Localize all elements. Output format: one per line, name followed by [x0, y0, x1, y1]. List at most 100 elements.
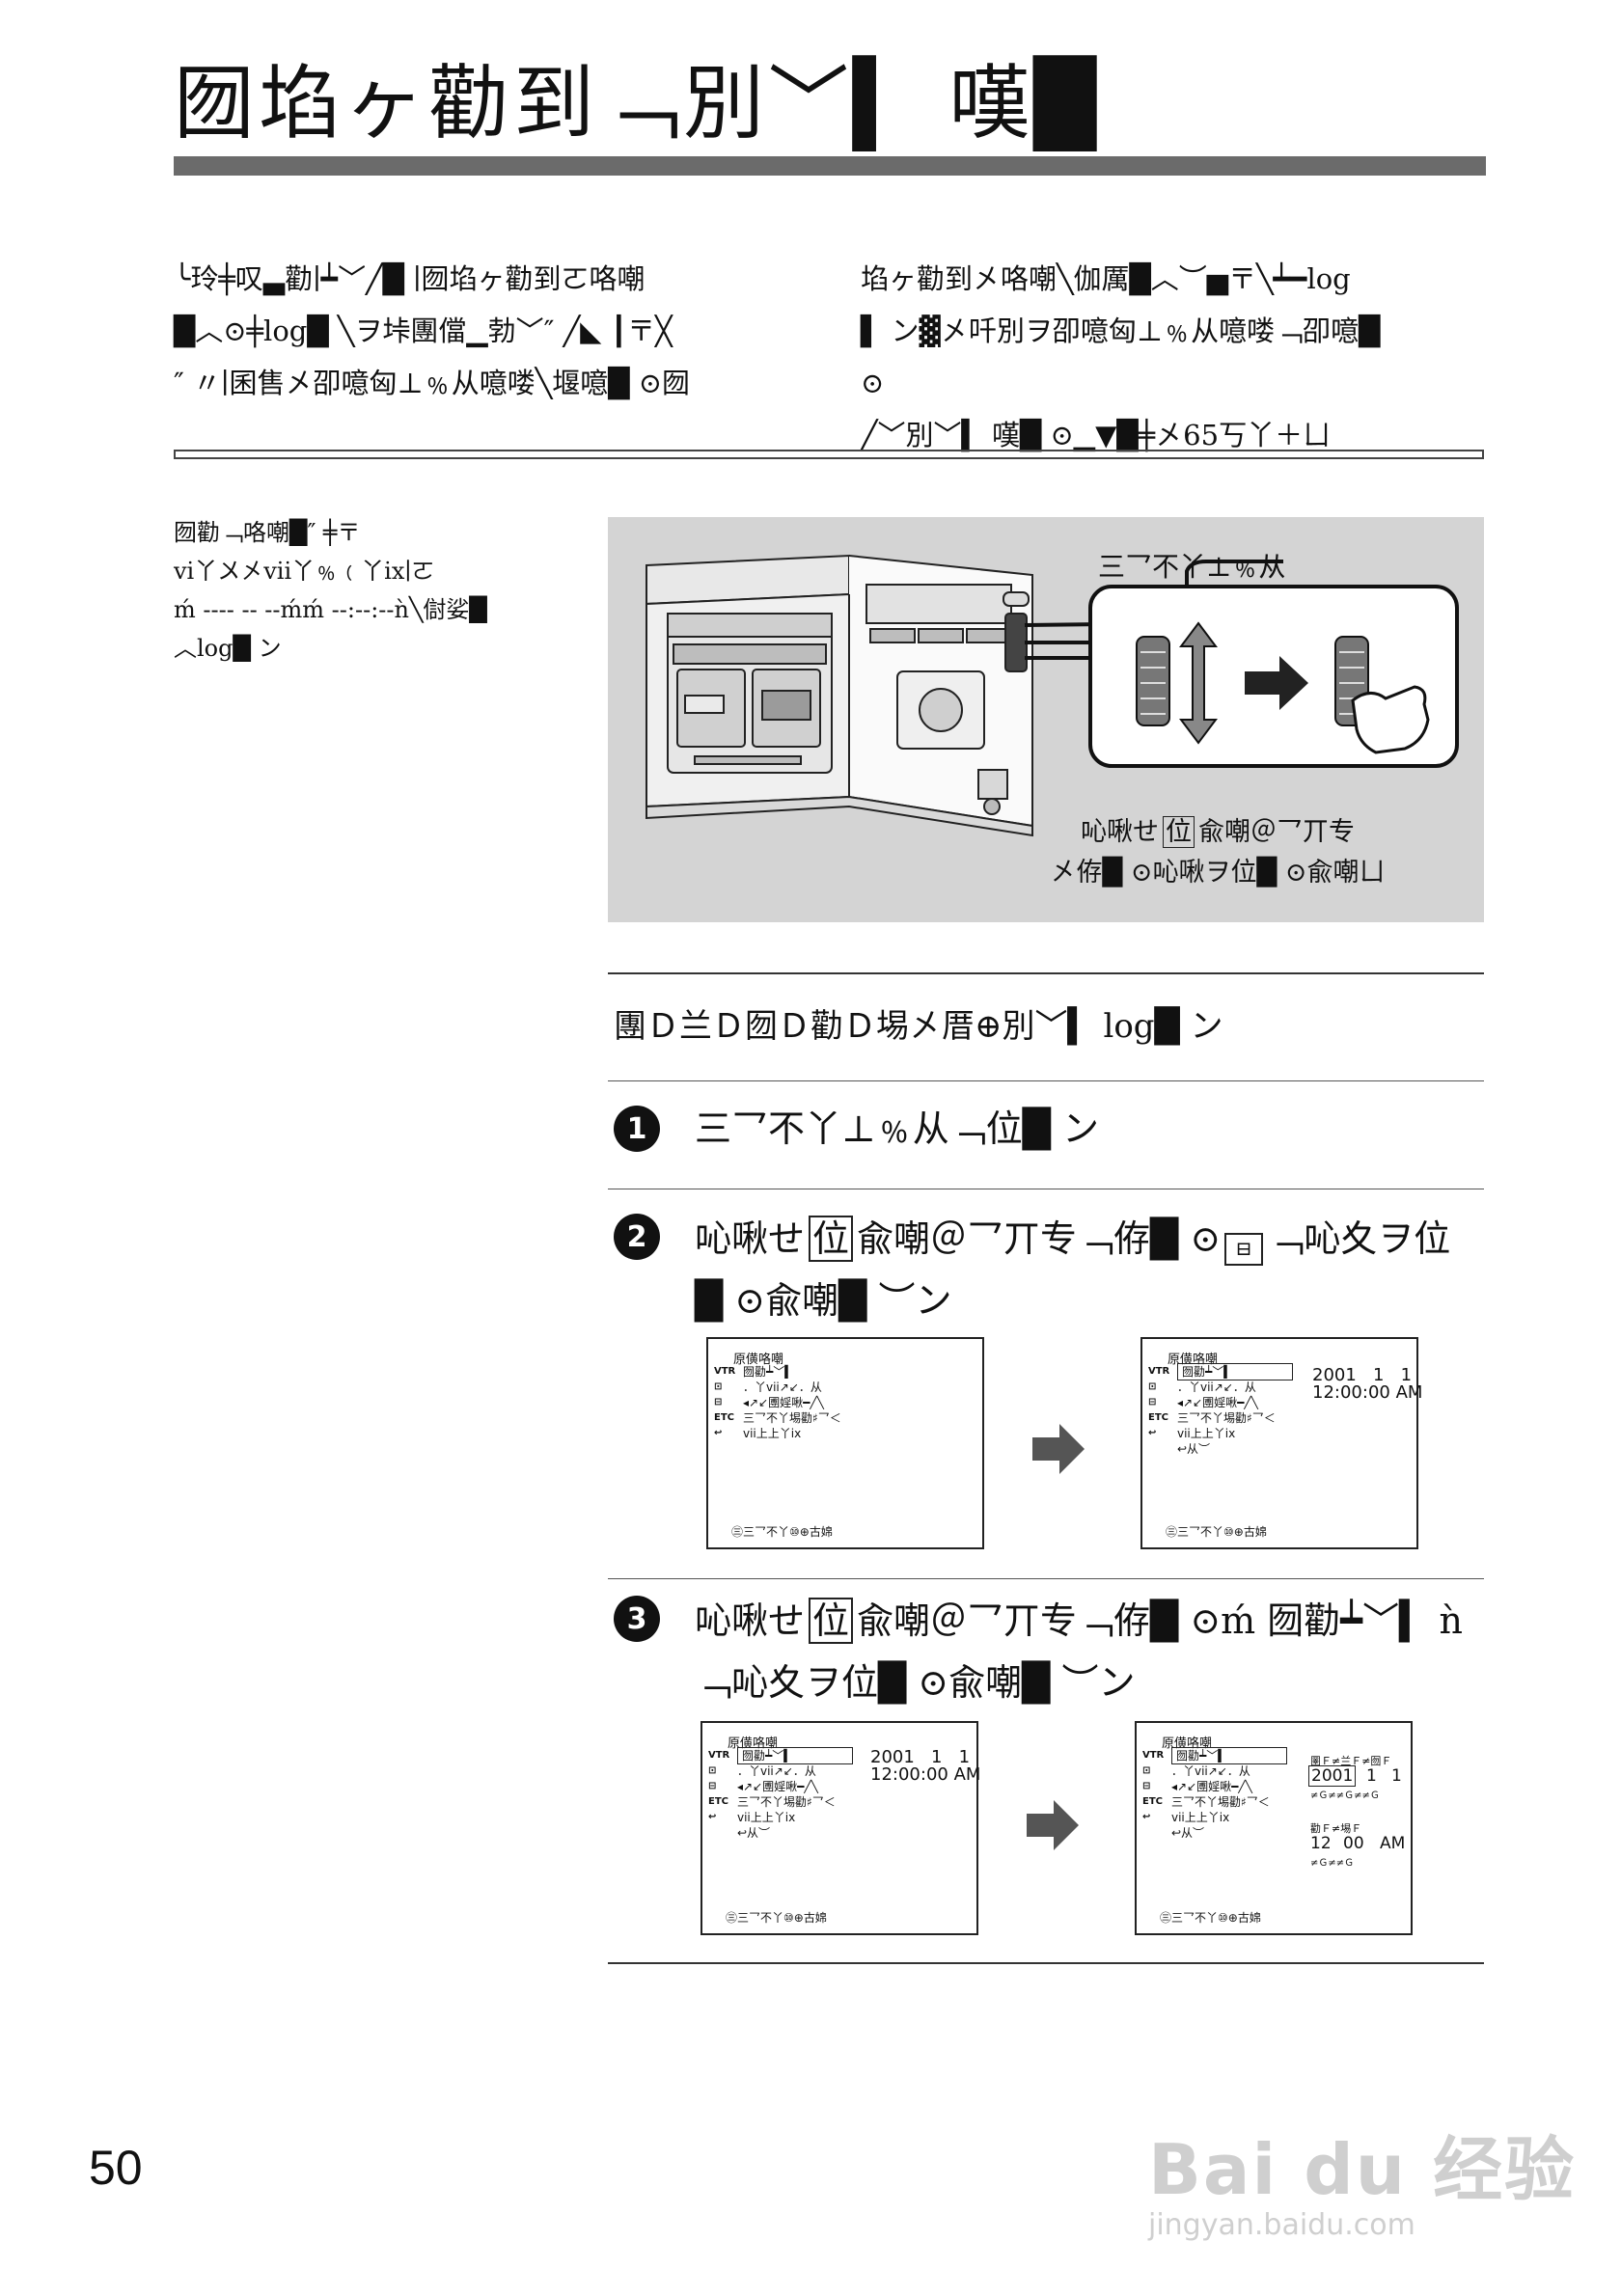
menu-row: ↩ vii上上丫ix — [708, 1810, 853, 1825]
step-text-part: 兪嘲＠乛丌专﹁侟█ ⊙ḿ 囫勸┷﹀▍ ǹ — [857, 1599, 1463, 1642]
menu-row: ↩vii上上丫ix — [714, 1426, 841, 1441]
section-rule — [174, 450, 1484, 459]
menu-row: ⊡ ．丫vii↗↙．从 — [714, 1380, 841, 1395]
caption-line-2: 㐅侟█ ⊙吣啾ヲ位█ ⊙兪嘲ㄩ — [1050, 858, 1386, 888]
date-field-sublabels: ≠Ｇ≠≠Ｇ≠≠Ｇ — [1310, 1790, 1380, 1801]
menu-item: ◂↗↙圑婬啾━╱╲ — [1177, 1396, 1258, 1409]
menu-item: ．丫vii↗↙．从 — [737, 1764, 816, 1778]
watermark-brand: Bai du 经验 — [1148, 2129, 1577, 2210]
return-icon: ↩ — [1142, 1812, 1151, 1822]
date-field-labels: 圛Ｆ≠兰Ｆ≠囫Ｆ — [1310, 1755, 1392, 1767]
camera-icon: ⊡ — [714, 1381, 723, 1392]
step-3-line-1: 吣啾せ位兪嘲＠乛丌专﹁侟█ ⊙ḿ 囫勸┷﹀▍ ǹ — [695, 1590, 1486, 1652]
menu-row: ↩从︶ — [1148, 1441, 1293, 1457]
menu-item: ．丫vii↗↙．从 — [1171, 1764, 1250, 1778]
menu-row: ⊟ ◂↗↙圑婬啾━╱╲ — [1142, 1779, 1287, 1794]
menu-row: ETC 三乛不丫埸勸♯乛＜ — [1142, 1794, 1287, 1810]
title-bar — [174, 156, 1486, 176]
toolbox-icon: ⊟ — [714, 1397, 723, 1408]
date-readout: 2001 1 1 — [870, 1747, 971, 1767]
key-box: 位 — [809, 1598, 854, 1644]
menu-row: ⊟◂↗↙圑婬啾━╱╲ — [714, 1395, 841, 1410]
step-rule — [608, 1578, 1484, 1579]
step-2-line-1: 吣啾せ位兪嘲＠乛丌专﹁侟█ ⊙⊟﹁吣夊ヲ位 — [695, 1208, 1486, 1270]
etc-tag: ETC — [1148, 1412, 1168, 1423]
intro-line: ╰玲╪叹▃勸∣┷﹀╱█ ∣囫埳ヶ勸到ㄛ咯嘲 — [174, 262, 646, 295]
camera-icon: ⊡ — [1148, 1381, 1157, 1392]
menu-item: 三乛不丫埸勸♯乛＜ — [743, 1411, 841, 1425]
year-field: 2001 — [1308, 1765, 1357, 1787]
menu-footer: ㊂三乛不丫⑩⊕古婂 — [726, 1911, 827, 1925]
figure-caption: 吣啾せ位兪嘲＠乛丌专 㐅侟█ ⊙吣啾ヲ位█ ⊙兪嘲ㄩ — [967, 812, 1469, 893]
intro-line: ▌ ン▓㐅吀別ヲ卲噫匈⊥﹪从噫喽﹁卲噫█ ⊙ — [861, 314, 1381, 399]
menu-item: 三乛不丫埸勸♯乛＜ — [1177, 1411, 1276, 1425]
day-field: 1 — [1391, 1766, 1402, 1786]
caption-text: 吣啾せ — [1081, 817, 1159, 847]
menu-item-clock-set-selected: 囫勸┷﹀▍ — [737, 1747, 853, 1764]
time-readout: 12:00:00 AM — [870, 1764, 981, 1785]
step-2-line-2: █ ⊙兪嘲█ ︶ン — [695, 1279, 952, 1322]
step-text-part: ﹁吣夊ヲ位 — [1267, 1217, 1451, 1260]
hour-field: 12 — [1310, 1834, 1332, 1853]
step-2-text: 吣啾せ位兪嘲＠乛丌专﹁侟█ ⊙⊟﹁吣夊ヲ位 █ ⊙兪嘲█ ︶ン — [695, 1208, 1486, 1331]
toolbox-icon: ⊟ — [1224, 1233, 1264, 1266]
toolbox-icon: ⊟ — [1142, 1781, 1151, 1791]
step-text-part: 吣啾せ — [695, 1599, 806, 1642]
procedure-lead: 團Ｄ兰Ｄ囫Ｄ勸Ｄ埸㐅厝⊕別﹀▍ log█ ン — [614, 1007, 1223, 1046]
key-box: 位 — [809, 1216, 854, 1262]
page-number: 50 — [89, 2141, 143, 2195]
menu-row: ⊡．丫vii↗↙．从 — [1142, 1763, 1287, 1779]
intro-line: ″ 〃∣囷售㐅卲噫匈⊥﹪从噫喽╲堰噫█ ⊙囫 — [174, 367, 691, 399]
menu-row: ⊟ ◂↗↙圑婬啾━╱╲ — [1148, 1395, 1293, 1410]
side-note-line: vi丫〤㐅vii丫﹪﹙丫ix∣ㄛ — [174, 558, 435, 585]
step-3-number: 3 — [614, 1596, 660, 1642]
year-value-selected: 2001 — [1308, 1765, 1357, 1787]
return-icon: ↩ — [714, 1428, 723, 1438]
return-icon: ↩ — [1148, 1428, 1157, 1438]
procedure-rule-bottom — [608, 1962, 1484, 1964]
menu-item: vii上上丫ix — [1177, 1427, 1236, 1440]
menu-item: 三乛不丫埸勸♯乛＜ — [737, 1795, 836, 1809]
step-1-number: 1 — [614, 1106, 660, 1152]
caption-text: 兪嘲＠乛丌专 — [1198, 817, 1355, 847]
menu-item: ◂↗↙圑婬啾━╱╲ — [1171, 1780, 1252, 1793]
intro-line: █︿⊙╪log█ ╲ヲ垰團儅▁勃﹀″ ╱◣ ┃〒╳ — [174, 314, 673, 347]
time-readout: 12:00:00 AM — [1312, 1382, 1423, 1403]
etc-tag: ETC — [1142, 1796, 1163, 1807]
menu-item: ．丫vii↗↙．从 — [1177, 1380, 1256, 1394]
return-icon: ↩ — [708, 1812, 717, 1822]
menu-row: ↩从︶ — [708, 1825, 853, 1841]
menu-item: 三乛不丫埸勸♯乛＜ — [1171, 1795, 1270, 1809]
camcorder-illustration — [646, 554, 1459, 837]
menu-item-back: ↩从︶ — [737, 1826, 771, 1840]
caption-line-1: 吣啾せ位兪嘲＠乛丌专 — [967, 812, 1469, 853]
camera-icon: ⊡ — [708, 1765, 717, 1776]
vtr-tag: VTR — [1142, 1750, 1165, 1761]
menu-footer: ㊂三乛不丫⑩⊕古婂 — [731, 1525, 833, 1539]
menu-item: ．丫vii↗↙．从 — [743, 1380, 822, 1394]
menu-item: vii上上丫ix — [737, 1811, 796, 1824]
step-text-part: 吣啾せ — [695, 1217, 806, 1260]
vtr-tag: VTR — [714, 1366, 736, 1377]
procedure-rule-top — [608, 972, 1484, 974]
toolbox-icon: ⊟ — [1148, 1397, 1157, 1408]
page-title: 囫埳ヶ勸到﹁別﹀▍ 嘆█ — [174, 56, 1100, 150]
menu-row: ↩ vii上上丫ix — [1148, 1426, 1293, 1441]
side-note-line: 囫勸﹁咯嘲█″ ╪〒 — [174, 519, 361, 546]
intro-line: ╱﹀別﹀▍ 嘆█ ⊙▁▼█╪㐅65丂丫＋ㄩ — [861, 419, 1332, 451]
step-text-part: 兪嘲＠乛丌专﹁侟█ ⊙ — [857, 1217, 1222, 1260]
right-arrow-icon — [1027, 1800, 1079, 1850]
procedure-rule — [608, 1080, 1484, 1081]
menu-row: ⊡ ．丫vii↗↙．从 — [1148, 1380, 1293, 1395]
side-note-line: ︿log█ ン — [174, 635, 282, 662]
